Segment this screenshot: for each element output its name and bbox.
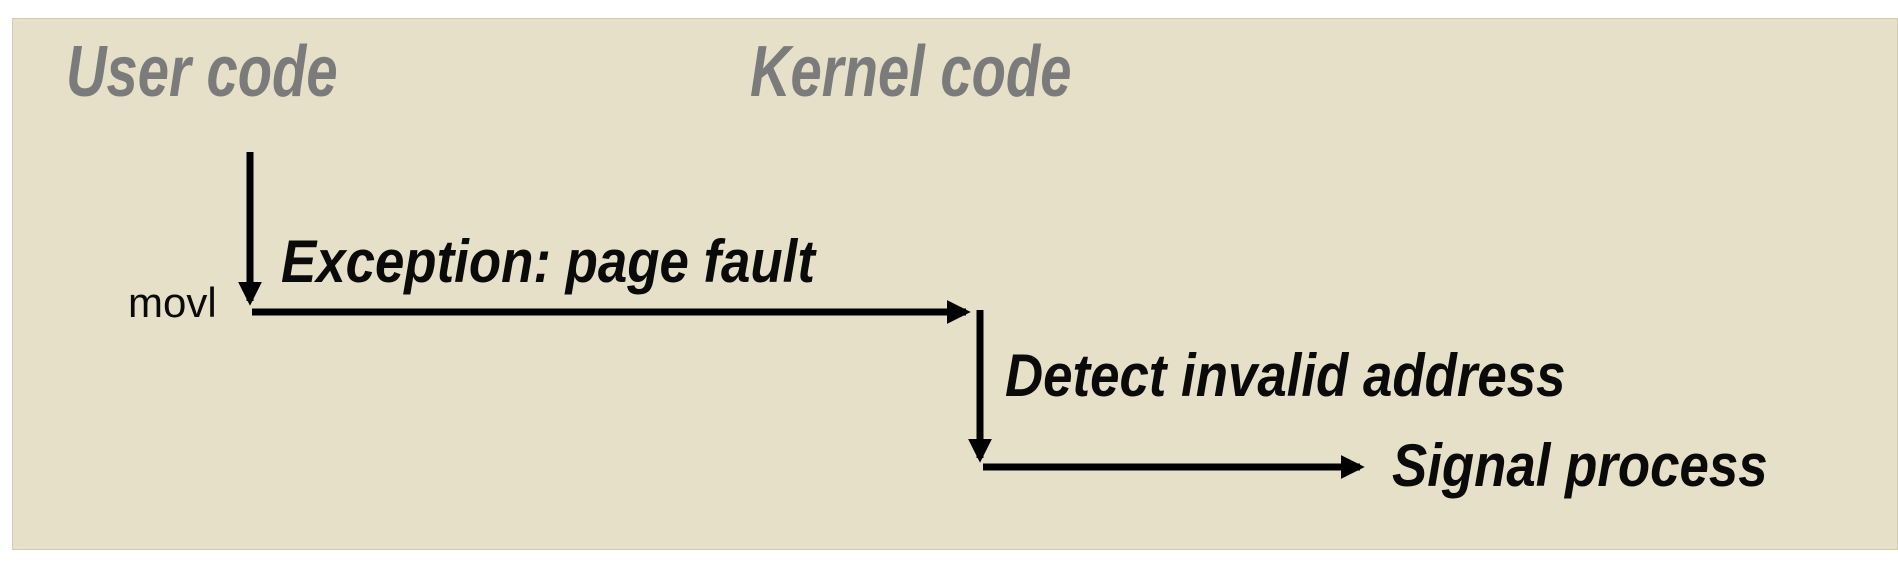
- exception-page-fault-label: Exception: page fault: [281, 228, 815, 295]
- kernel-code-header: Kernel code: [750, 32, 1072, 112]
- signal-process-label: Signal process: [1392, 432, 1768, 499]
- slide-background: [12, 18, 1898, 550]
- detect-invalid-address-label: Detect invalid address: [1005, 342, 1566, 409]
- user-code-header: User code: [66, 32, 338, 112]
- instruction-label: movl: [128, 279, 217, 326]
